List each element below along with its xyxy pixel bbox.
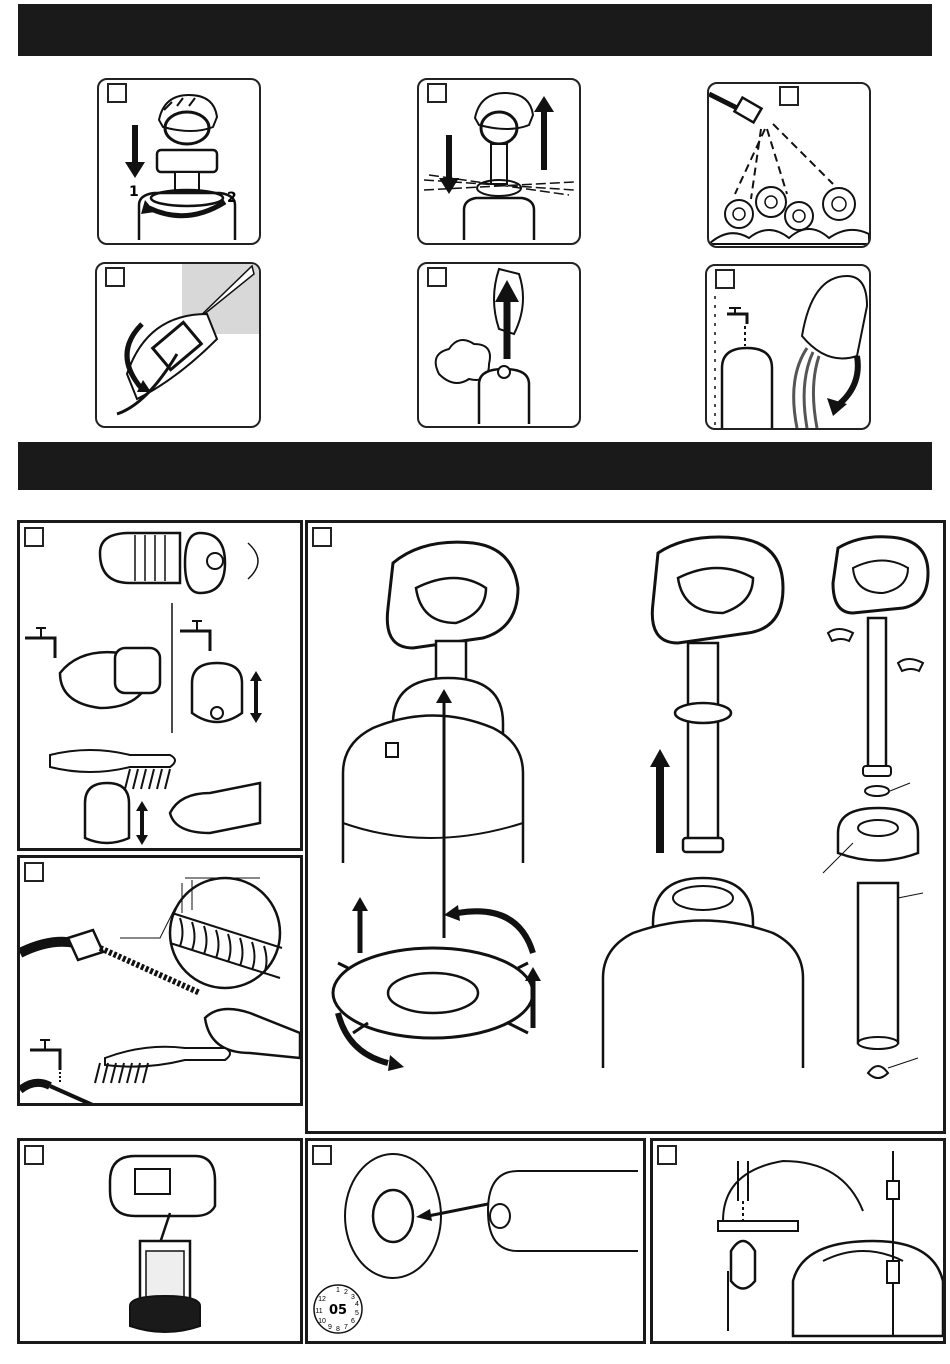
dial-number: 9 <box>328 1324 332 1331</box>
panel-shoulder-strap <box>650 1138 946 1344</box>
panel-hose-filter <box>17 855 303 1106</box>
card-pump-lock: 1 2 <box>97 78 261 245</box>
nozzle-cleaning-illustration <box>20 523 300 848</box>
dial-number: 5 <box>355 1310 359 1317</box>
dial-number: 2 <box>344 1289 348 1296</box>
card-pump-action <box>417 78 581 245</box>
card-rinse-drain <box>705 264 871 430</box>
step-number-box <box>779 86 799 106</box>
step-number-box <box>24 862 44 882</box>
step-number-box <box>427 267 447 287</box>
step-number-box <box>312 1145 332 1165</box>
step-number-box <box>715 269 735 289</box>
pump-lock-illustration: 1 2 <box>99 80 259 243</box>
step-number-box <box>24 527 44 547</box>
panel-pump-disassembly <box>305 520 946 1134</box>
step-label-1: 1 <box>129 184 139 200</box>
dose-dial-value: 05 <box>329 1303 347 1318</box>
card-nozzle-adjust <box>95 262 261 428</box>
dial-number: 6 <box>351 1318 355 1325</box>
shoulder-strap-illustration <box>653 1141 943 1341</box>
card-pressure-release <box>417 262 581 428</box>
dial-number: 12 <box>318 1296 326 1303</box>
spray-flowers-illustration <box>709 84 869 246</box>
pump-disassembly-illustration <box>308 523 943 1131</box>
section-header-bar-maintenance <box>18 442 932 490</box>
step-number-box <box>24 1145 44 1165</box>
pump-action-illustration <box>419 80 579 243</box>
dial-number: 3 <box>351 1294 355 1301</box>
step-number-box <box>657 1145 677 1165</box>
dial-number: 11 <box>315 1308 322 1315</box>
dial-number: 10 <box>318 1318 326 1325</box>
step-number-box <box>107 83 127 103</box>
step-number-box <box>312 527 332 547</box>
rinse-drain-illustration <box>707 266 869 428</box>
fill-concentrate-illustration <box>20 1141 300 1341</box>
panel-nozzle-cleaning <box>17 520 303 851</box>
dial-number: 1 <box>336 1287 340 1294</box>
nozzle-dial-illustration: 1 2 3 4 5 6 7 8 9 10 11 12 05 <box>308 1141 643 1341</box>
hose-filter-illustration <box>20 858 300 1103</box>
dial-number: 4 <box>355 1301 359 1308</box>
step-number-box <box>105 267 125 287</box>
dial-number: 7 <box>344 1324 348 1331</box>
panel-fill-concentrate <box>17 1138 303 1344</box>
dial-number: 8 <box>336 1326 340 1333</box>
step-number-box <box>427 83 447 103</box>
pressure-release-illustration <box>419 264 579 426</box>
card-spray-flowers <box>707 82 871 248</box>
panel-nozzle-dial: 1 2 3 4 5 6 7 8 9 10 11 12 05 <box>305 1138 646 1344</box>
section-header-bar-top <box>18 4 932 56</box>
step-label-2: 2 <box>227 190 237 206</box>
nozzle-adjust-illustration <box>97 264 259 426</box>
